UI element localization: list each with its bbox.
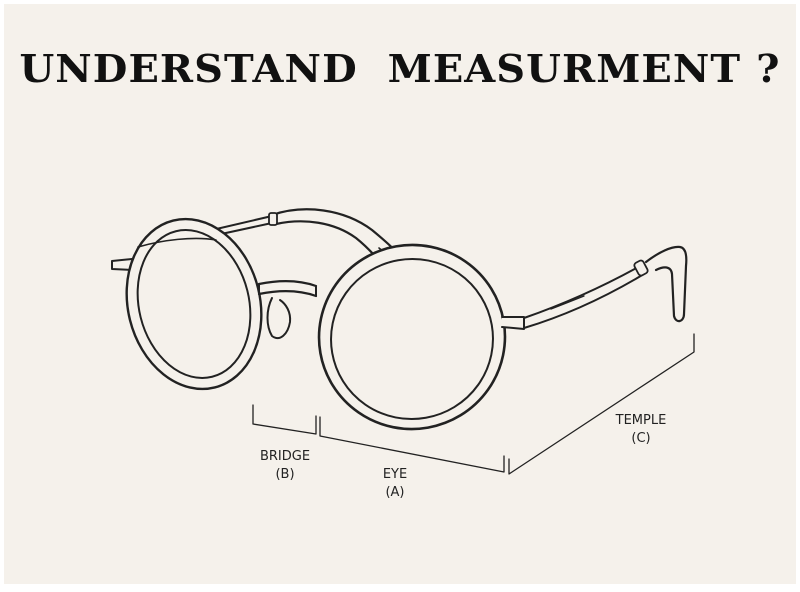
- near-temple: [501, 245, 688, 330]
- right-lens: [317, 243, 507, 431]
- bridge-label-name: BRIDGE: [259, 449, 311, 464]
- left-lens: [125, 217, 263, 391]
- eye-label-name: EYE: [382, 467, 408, 482]
- diagram-canvas: UNDERSTAND MEASURMENT ?: [4, 4, 796, 584]
- temple-label-code: (C): [631, 431, 651, 446]
- eye-label: EYE (A): [350, 466, 440, 502]
- measurement-guides: [252, 333, 695, 475]
- temple-label: TEMPLE (C): [596, 412, 686, 448]
- bridge-label-code: (B): [275, 467, 295, 482]
- bridge-piece: [257, 280, 351, 349]
- page-title: UNDERSTAND MEASURMENT ?: [19, 46, 781, 91]
- bridge-label: BRIDGE (B): [240, 448, 330, 484]
- glasses-illustration: [111, 208, 695, 475]
- eye-label-code: (A): [385, 485, 405, 500]
- temple-label-name: TEMPLE: [615, 413, 667, 428]
